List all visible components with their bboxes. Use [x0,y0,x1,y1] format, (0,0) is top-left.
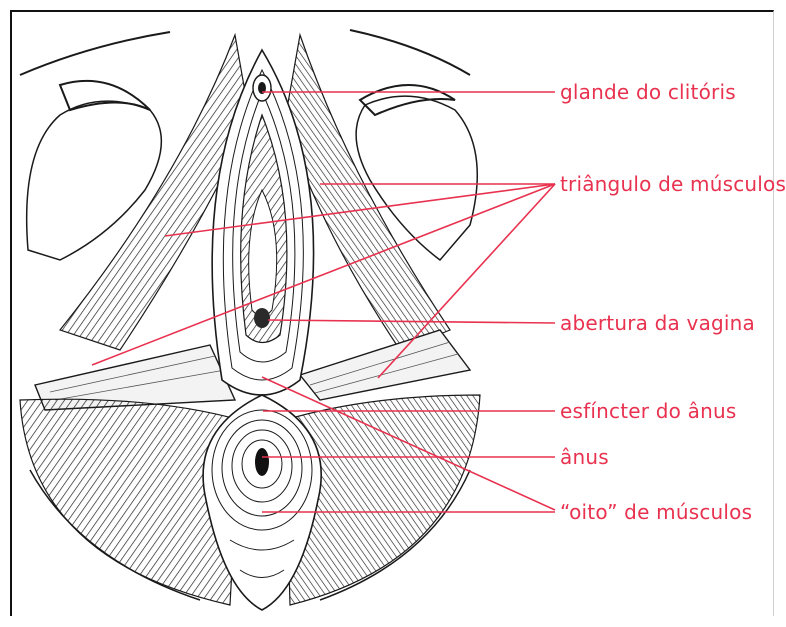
label-anus: ânus [560,445,609,469]
label-vagina-opening: abertura da vagina [560,311,755,335]
illustration [20,30,480,610]
label-triangle-muscles: triângulo de músculos [560,172,786,196]
label-clitoris: glande do clitóris [560,80,736,104]
label-figure-eight-muscles: “oito” de músculos [560,500,752,524]
right-transverse-band [300,330,470,400]
label-anal-sphincter: esfíncter do ânus [560,399,736,423]
